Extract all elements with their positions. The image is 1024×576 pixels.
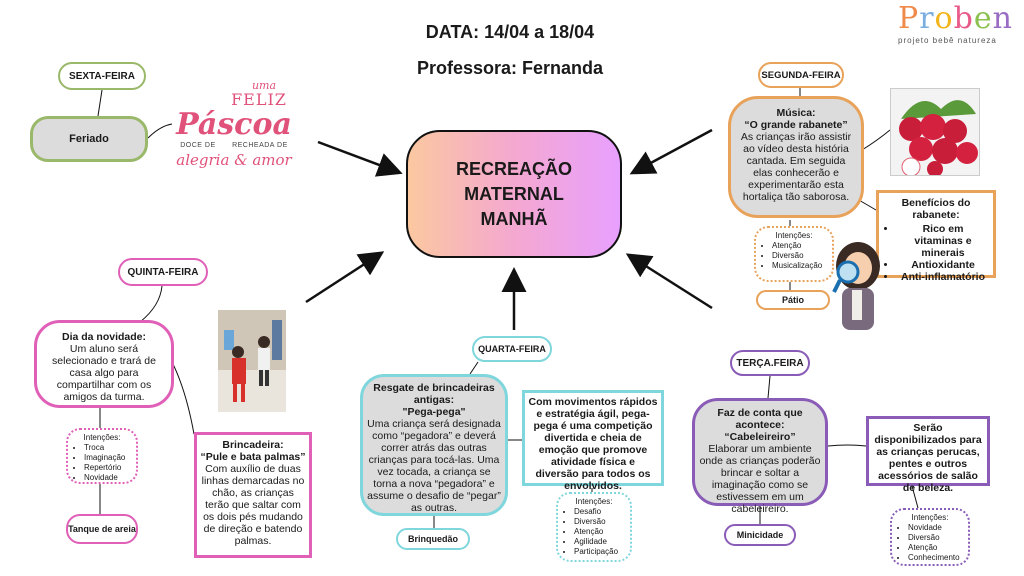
segunda-body: As crianças irão assistir ao vídeo desta…: [740, 131, 852, 203]
terca-note-box: Serão disponibilizados para as crianças …: [866, 416, 990, 494]
center-line: MANHÃ: [480, 208, 548, 229]
segunda-subtitle: “O grande rabanete”: [744, 119, 848, 131]
quinta-title: Dia da novidade:: [61, 331, 146, 343]
quarta-body: Uma criança será designada como “pegador…: [367, 418, 501, 514]
intention-item: Diversão: [908, 533, 966, 543]
intention-item: Diversão: [574, 517, 628, 527]
terca-note: Serão disponibilizados para as crianças …: [874, 422, 982, 494]
quinta-game-box: Brincadeira: “Pule e bata palmas” Com au…: [194, 432, 312, 558]
quinta-game-subtitle: “Pule e bata palmas”: [200, 451, 306, 463]
intention-item: Atenção: [574, 527, 628, 537]
day-pill-segunda: SEGUNDA-FEIRA: [758, 62, 844, 88]
center-line: RECREAÇÃO: [455, 158, 572, 179]
intention-item: Novidade: [908, 523, 966, 533]
easter-recheada: RECHEADA DE: [232, 142, 288, 149]
arrow-terca: [625, 253, 713, 310]
easter-uma: uma: [251, 79, 277, 92]
logo-letter: P: [898, 1, 920, 36]
intentions-title: Intenções:: [911, 513, 949, 522]
radish-photo: [890, 88, 980, 176]
intentions-title: Intenções:: [775, 231, 813, 240]
logo-tagline: projeto bebê natureza: [898, 36, 997, 45]
intentions-title: Intenções:: [575, 497, 613, 506]
quarta-activity-box: Resgate de brincadeiras antigas: "Pega-p…: [360, 374, 508, 516]
intention-item: Troca: [84, 443, 134, 453]
logo-letter: o: [934, 1, 954, 36]
arrow-quinta: [305, 251, 385, 304]
intention-item: Repertório: [84, 463, 134, 473]
quinta-activity-box: Dia da novidade: Um aluno será seleciona…: [34, 320, 174, 408]
logo-letter: e: [973, 1, 993, 36]
place-pill-quarta: Brinquedão: [396, 528, 470, 550]
quarta-note-box: Com movimentos rápidos e estratégia ágil…: [522, 390, 664, 492]
logo-letter: n: [992, 1, 1013, 36]
quarta-title: Resgate de brincadeiras antigas:: [373, 382, 495, 406]
easter-graphic: uma FELIZ Páscoa DOCE DE RECHEADA DE ale…: [172, 80, 296, 190]
easter-feliz: FELIZ: [231, 90, 287, 109]
arrow-sexta: [317, 140, 403, 177]
segunda-title: Música:: [776, 107, 816, 119]
place-pill-quinta: Tanque de areia: [66, 514, 138, 544]
children-photo: [218, 310, 286, 412]
intention-item: Diversão: [772, 251, 830, 261]
day-pill-quarta: QUARTA-FEIRA: [472, 336, 552, 362]
intention-item: Atenção: [908, 543, 966, 553]
terca-body: Elaborar um ambiente onde as crianças po…: [699, 443, 821, 515]
easter-doce: DOCE DE: [180, 142, 216, 149]
day-pill-quinta: QUINTA-FEIRA: [118, 258, 208, 286]
intention-item: Novidade: [84, 473, 134, 483]
intention-item: Participação: [574, 547, 628, 557]
quinta-body: Um aluno será selecionado e trará de cas…: [52, 343, 156, 403]
terca-activity-box: Faz de conta que acontece: “Cabeleireiro…: [692, 398, 828, 515]
quarta-note: Com movimentos rápidos e estratégia ágil…: [528, 396, 658, 492]
teacher-heading: Professora: Fernanda: [416, 58, 604, 78]
center-node: RECREAÇÃO MATERNAL MANHÃ: [406, 130, 622, 258]
intention-item: Conhecimento: [908, 553, 966, 563]
benefit-item: Rico em vitaminas e minerais: [897, 223, 989, 259]
quinta-game-body: Com auxílio de duas linhas demarcadas no…: [201, 463, 305, 547]
intention-item: Atenção: [772, 241, 830, 251]
logo-letter: r: [919, 1, 935, 36]
intention-item: Desafio: [574, 507, 628, 517]
girl-magnifier-illustration: [830, 236, 884, 332]
center-line: MATERNAL: [464, 183, 564, 204]
easter-alegria: alegria & amor: [176, 151, 292, 169]
benefit-item: Anti-inflamatório: [897, 271, 989, 283]
quinta-intentions: Intenções: Troca Imaginação Repertório N…: [66, 428, 138, 484]
day-pill-terca: TERÇA.FEIRA: [730, 350, 810, 376]
day-pill-sexta: SEXTA-FEIRA: [58, 62, 146, 90]
intention-item: Musicalização: [772, 261, 830, 271]
easter-pascoa: Páscoa: [176, 107, 292, 142]
segunda-activity-box: Música: “O grande rabanete” As crianças …: [728, 96, 864, 218]
proben-logo: Proben projeto bebê natureza: [898, 2, 1016, 52]
quinta-game-title: Brincadeira:: [222, 439, 284, 451]
date-heading: DATA: 14/04 a 18/04: [425, 22, 595, 42]
intention-item: Agilidade: [574, 537, 628, 547]
place-pill-segunda: Pátio: [756, 290, 830, 310]
terca-intentions: Intenções: Novidade Diversão Atenção Con…: [890, 508, 970, 566]
quarta-intentions: Intenções: Desafio Diversão Atenção Agil…: [556, 492, 632, 562]
terca-subtitle: “Cabeleireiro”: [724, 431, 796, 443]
terca-title: Faz de conta que acontece:: [717, 407, 803, 431]
feriado-box: Feriado: [30, 116, 148, 162]
benefit-item: Antioxidante: [897, 259, 989, 271]
intentions-title: Intenções:: [83, 433, 121, 442]
place-pill-terca: Minicidade: [724, 524, 796, 546]
quarta-subtitle: "Pega-pega": [402, 406, 466, 418]
arrow-segunda: [629, 128, 713, 175]
segunda-intentions: Intenções: Atenção Diversão Musicalizaçã…: [754, 226, 834, 282]
intention-item: Imaginação: [84, 453, 134, 463]
benefits-title: Benefícios do rabanete:: [901, 197, 971, 221]
logo-letter: b: [953, 1, 974, 36]
benefits-box: Benefícios do rabanete: Rico em vitamina…: [876, 190, 996, 283]
